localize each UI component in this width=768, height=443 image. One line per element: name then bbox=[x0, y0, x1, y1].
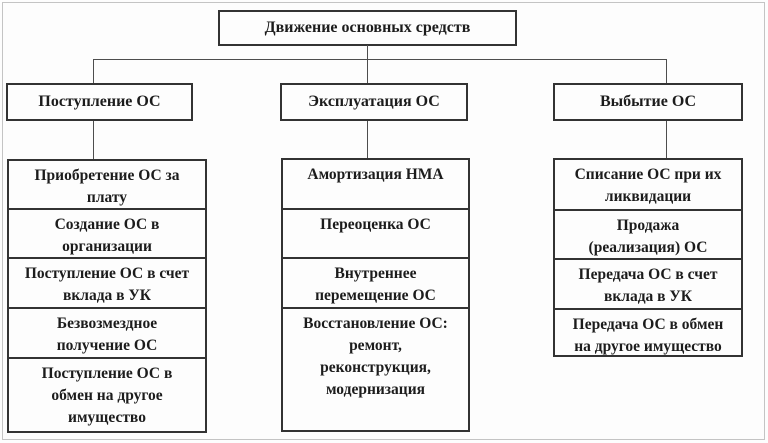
connector-stem-right bbox=[666, 120, 667, 159]
flow-cell: Амортизация НМА bbox=[283, 160, 468, 210]
flow-cell: Переоценка ОС bbox=[283, 210, 468, 259]
branch-header-ekspluataciya: Эксплуатация ОС bbox=[280, 83, 468, 121]
connector-stem-left bbox=[93, 120, 94, 160]
connector-drop-right bbox=[666, 59, 667, 84]
flow-cell: Приобретение ОС за плату bbox=[9, 161, 205, 210]
branch-header-postuplenie: Поступление ОС bbox=[6, 83, 193, 121]
root-node-title: Движение основных средств bbox=[218, 10, 517, 46]
branch-column-ekspluataciya: Амортизация НМА Переоценка ОС Внутреннее… bbox=[281, 158, 470, 432]
connector-drop-middle bbox=[367, 59, 368, 84]
flow-cell: Поступление ОС в счет вклада в УК bbox=[9, 259, 205, 309]
flow-cell: Поступление ОС в обмен на другое имущест… bbox=[41, 365, 173, 426]
flow-cell: Восстановление ОС: ремонт, реконструкция… bbox=[303, 315, 448, 398]
flow-cell: Безвозмездное получение ОС bbox=[9, 309, 205, 359]
connector-drop-left bbox=[93, 59, 94, 84]
flow-cell: Передача ОС в обмен на другое имущество bbox=[572, 316, 724, 355]
flow-cell: Создание ОС в организации bbox=[9, 210, 205, 259]
flow-cell: Передача ОС в счет вклада в УК bbox=[555, 260, 741, 310]
connector-horizontal-spine bbox=[93, 59, 667, 60]
flow-cell: Внутреннее перемещение ОС bbox=[283, 259, 468, 309]
connector-root-vertical bbox=[367, 45, 368, 60]
branch-header-vybytie: Выбытие ОС bbox=[553, 83, 743, 121]
flow-cell: Продажа (реализация) ОС bbox=[555, 211, 741, 260]
branch-column-vybytie: Списание ОС при их ликвидации Продажа (р… bbox=[553, 158, 743, 357]
branch-column-postuplenie: Приобретение ОС за плату Создание ОС в о… bbox=[7, 159, 207, 433]
flow-cell: Списание ОС при их ликвидации bbox=[555, 160, 741, 211]
connector-stem-middle bbox=[367, 120, 368, 159]
